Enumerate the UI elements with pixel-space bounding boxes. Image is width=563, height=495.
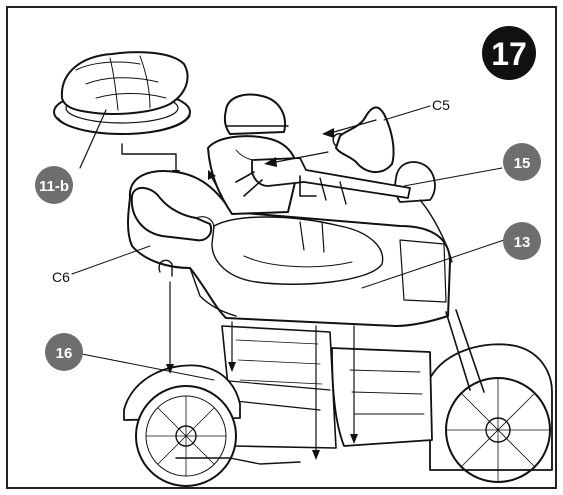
label-c5: C5 [432, 97, 450, 113]
svg-text:11-b: 11-b [39, 178, 69, 195]
callout-11b: 11-b [35, 166, 73, 204]
callout-16: 16 [45, 333, 83, 371]
step-badge-circle [482, 26, 536, 80]
label-c6: C6 [52, 269, 70, 285]
assembly-arrows [166, 119, 377, 460]
svg-text:13: 13 [514, 234, 531, 251]
machine-gun-part [235, 157, 411, 205]
motorcycle-part [208, 309, 553, 483]
leader-lines [71, 105, 505, 381]
svg-text:15: 15 [514, 155, 531, 172]
step-number: 17 [491, 36, 527, 72]
sidecar-body-part [127, 170, 451, 327]
svg-text:16: 16 [56, 345, 73, 362]
arm-part-c5 [332, 106, 395, 173]
spare-tire-part [53, 51, 191, 135]
callout-13: 13 [503, 222, 541, 260]
callout-15: 15 [503, 143, 541, 181]
step-badge: 17 [482, 26, 536, 80]
